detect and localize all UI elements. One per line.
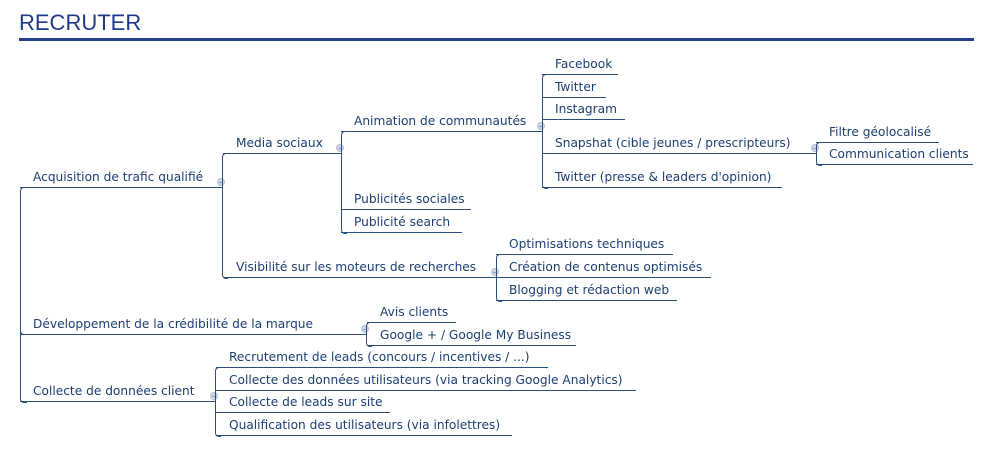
collapse-toggle-icon[interactable] — [336, 144, 344, 152]
node-visi[interactable]: Visibilité sur les moteurs de recherches — [236, 260, 477, 274]
node-underline — [341, 232, 462, 233]
node-gmb[interactable]: Google + / Google My Business — [380, 328, 572, 342]
node-blog[interactable]: Blogging et rédaction web — [509, 283, 670, 297]
node-underline — [542, 153, 816, 154]
node-cred[interactable]: Développement de la crédibilité de la ma… — [33, 317, 314, 331]
node-underline — [816, 164, 973, 165]
branch-connector-top — [215, 367, 221, 373]
node-tw[interactable]: Twitter — [555, 80, 596, 94]
node-underline — [496, 277, 711, 278]
branch-connector-bottom — [222, 273, 228, 279]
node-anim[interactable]: Animation de communautés — [354, 114, 527, 128]
title-underline — [19, 38, 974, 41]
node-underline — [223, 153, 341, 154]
node-underline — [223, 277, 496, 278]
branch-connector — [816, 146, 817, 160]
collapse-toggle-icon[interactable] — [537, 122, 545, 130]
node-underline — [542, 97, 606, 98]
branch-connector-top — [542, 74, 548, 80]
branch-connector — [366, 326, 367, 341]
branch-connector-bottom — [215, 431, 221, 437]
branch-connector-top — [496, 254, 502, 260]
node-underline — [20, 187, 222, 188]
collapse-toggle-icon[interactable] — [491, 268, 499, 276]
node-underline — [216, 435, 512, 436]
node-underline — [816, 142, 939, 143]
node-qual[interactable]: Qualification des utilisateurs (via info… — [229, 418, 501, 432]
branch-connector-bottom — [542, 183, 548, 189]
node-cls[interactable]: Collecte de leads sur site — [229, 395, 383, 409]
node-cdu[interactable]: Collecte des données utilisateurs (via t… — [229, 373, 623, 387]
node-fb[interactable]: Facebook — [555, 57, 613, 71]
collapse-toggle-icon[interactable] — [811, 144, 819, 152]
node-snap[interactable]: Snapshat (cible jeunes / prescripteurs) — [555, 136, 791, 150]
node-twp[interactable]: Twitter (presse & leaders d'opinion) — [555, 170, 772, 184]
node-avis[interactable]: Avis clients — [380, 305, 449, 319]
node-ig[interactable]: Instagram — [555, 102, 618, 116]
node-underline — [216, 367, 548, 368]
branch-connector — [542, 78, 543, 183]
node-underline — [542, 187, 782, 188]
branch-connector-bottom — [496, 296, 502, 302]
branch-connector-top — [222, 153, 228, 159]
branch-connector-bottom — [366, 341, 372, 347]
node-coll[interactable]: Collecte de données client — [33, 384, 195, 398]
branch-connector-bottom — [816, 160, 822, 166]
node-acq[interactable]: Acquisition de trafic qualifié — [33, 170, 204, 184]
node-underline — [496, 300, 677, 301]
branch-connector — [222, 157, 223, 273]
node-media[interactable]: Media sociaux — [236, 136, 323, 150]
node-underline — [542, 119, 625, 120]
collapse-toggle-icon[interactable] — [217, 178, 225, 186]
node-comm[interactable]: Communication clients — [829, 147, 969, 161]
root-branch-connector — [20, 187, 27, 403]
node-pubsea[interactable]: Publicité search — [354, 215, 451, 229]
node-underline — [341, 209, 471, 210]
node-optt[interactable]: Optimisations techniques — [509, 237, 665, 251]
branch-connector — [215, 371, 216, 431]
branch-connector-top — [341, 131, 347, 137]
collapse-toggle-icon[interactable] — [361, 325, 369, 333]
node-underline — [20, 334, 366, 335]
node-underline — [496, 254, 673, 255]
branch-connector — [496, 258, 497, 296]
node-geo[interactable]: Filtre géolocalisé — [829, 125, 932, 139]
node-underline — [216, 390, 636, 391]
branch-connector-top — [366, 322, 372, 328]
node-underline — [542, 74, 618, 75]
node-underline — [367, 345, 576, 346]
collapse-toggle-icon[interactable] — [210, 392, 218, 400]
node-underline — [20, 401, 215, 402]
branch-connector-top — [816, 142, 822, 148]
node-crea[interactable]: Création de contenus optimisés — [509, 260, 703, 274]
branch-connector — [341, 135, 342, 228]
node-recr[interactable]: Recrutement de leads (concours / incenti… — [229, 350, 530, 364]
node-pubsoc[interactable]: Publicités sociales — [354, 192, 465, 206]
node-underline — [216, 412, 390, 413]
node-underline — [367, 322, 456, 323]
page-title: RECRUTER — [19, 10, 142, 35]
branch-connector-bottom — [341, 228, 347, 234]
node-underline — [341, 131, 542, 132]
